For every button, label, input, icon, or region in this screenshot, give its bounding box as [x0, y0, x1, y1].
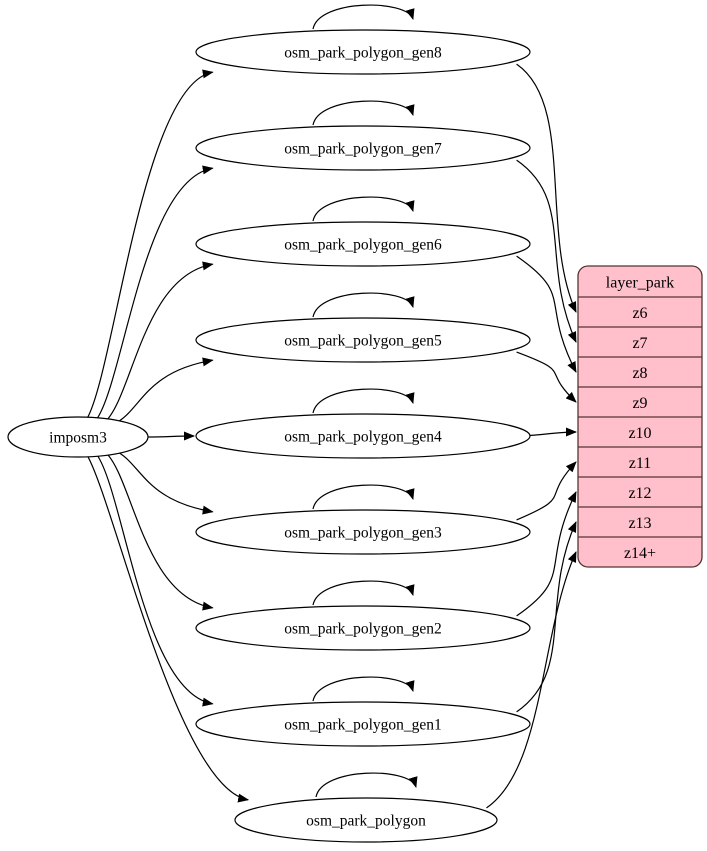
- row-label-z14+: z14+: [624, 545, 656, 562]
- self-loop-gen7: [312, 100, 415, 126]
- node-ellipse: [195, 701, 531, 747]
- node-label: osm_park_polygon_gen8: [284, 45, 442, 62]
- row-label-z7: z7: [632, 335, 647, 352]
- self-loop-gen5: [312, 292, 415, 318]
- node-gen5[interactable]: osm_park_polygon_gen5: [195, 317, 531, 363]
- table-row[interactable]: z7: [578, 327, 702, 357]
- edge-imposm3-to-gen7: [95, 165, 214, 421]
- node-ellipse: [195, 413, 531, 459]
- node-label: osm_park_polygon_gen7: [284, 141, 442, 158]
- self-loop-gen2: [312, 580, 415, 606]
- self-loop-gen6: [312, 196, 415, 222]
- node-gen2[interactable]: osm_park_polygon_gen2: [195, 605, 531, 651]
- edge-base-to-z14+: [486, 551, 577, 809]
- node-base[interactable]: osm_park_polygon: [234, 797, 498, 843]
- node-ellipse: [195, 125, 531, 171]
- node-gen3[interactable]: osm_park_polygon_gen3: [195, 509, 531, 555]
- edge-imposm3-to-gen4: [147, 431, 195, 441]
- table-row[interactable]: z11: [578, 447, 702, 477]
- edge-gen6-to-z8: [516, 255, 577, 373]
- table-row[interactable]: z14+: [578, 537, 702, 567]
- source-label: imposm3: [49, 430, 107, 447]
- node-gen4[interactable]: osm_park_polygon_gen4: [195, 413, 531, 459]
- table-row[interactable]: z12: [578, 477, 702, 507]
- edge-gen7-to-z7: [516, 159, 577, 343]
- row-label-z6: z6: [632, 305, 647, 322]
- table-row[interactable]: z9: [578, 387, 702, 417]
- row-label-z11: z11: [629, 455, 652, 472]
- edge-gen1-to-z13: [516, 521, 577, 713]
- edge-gen3-to-z11: [516, 461, 577, 521]
- node-ellipse: [234, 797, 498, 843]
- self-loop-gen1: [312, 676, 415, 702]
- node-label: osm_park_polygon_gen5: [284, 333, 442, 350]
- node-gen1[interactable]: osm_park_polygon_gen1: [195, 701, 531, 747]
- edge-imposm3-to-gen3: [113, 449, 214, 515]
- row-label-z13: z13: [628, 515, 651, 532]
- node-ellipse: [195, 221, 531, 267]
- edge-imposm3-to-gen5: [113, 357, 214, 425]
- edges-to-layer-park: [486, 63, 577, 809]
- edge-imposm3-to-base: [86, 455, 250, 803]
- node-label: osm_park_polygon_gen2: [284, 621, 442, 638]
- self-loop-base: [315, 772, 418, 798]
- edge-gen5-to-z9: [516, 351, 577, 403]
- edge-imposm3-to-gen8: [86, 69, 214, 419]
- edge-imposm3-to-gen1: [95, 453, 214, 707]
- table-row[interactable]: z13: [578, 507, 702, 537]
- node-label: osm_park_polygon: [306, 813, 426, 830]
- row-label-z8: z8: [632, 365, 647, 382]
- node-ellipses: osm_park_polygon_gen8 osm_park_polygon_ge…: [195, 29, 531, 843]
- layer-park-table: layer_park z6 z7 z8 z9 z10 z11 z12 z13 z14+: [577, 265, 703, 568]
- node-label: osm_park_polygon_gen4: [284, 429, 442, 446]
- source-ellipse: [7, 416, 149, 458]
- row-label-z10: z10: [628, 425, 651, 442]
- node-gen7[interactable]: osm_park_polygon_gen7: [195, 125, 531, 171]
- table-row[interactable]: z6: [578, 297, 702, 327]
- self-loop-edges: [312, 4, 418, 798]
- row-label-z9: z9: [632, 395, 647, 412]
- table-row[interactable]: z10: [578, 417, 702, 447]
- node-ellipse: [195, 509, 531, 555]
- table-row[interactable]: z8: [578, 357, 702, 387]
- self-loop-gen8: [312, 4, 415, 30]
- edge-imposm3-to-gen2: [104, 451, 214, 611]
- edge-gen8-to-z6: [516, 63, 577, 313]
- self-loop-gen4: [312, 388, 415, 414]
- node-ellipse: [195, 29, 531, 75]
- node-gen6[interactable]: osm_park_polygon_gen6: [195, 221, 531, 267]
- node-ellipse: [195, 317, 531, 363]
- node-label: osm_park_polygon_gen1: [284, 717, 442, 734]
- edge-gen2-to-z12: [516, 491, 577, 617]
- node-ellipse: [195, 605, 531, 651]
- node-label: osm_park_polygon_gen3: [284, 525, 442, 542]
- self-loop-gen3: [312, 484, 415, 510]
- edge-imposm3-to-gen6: [104, 261, 214, 423]
- table-header-label: layer_park: [606, 275, 674, 292]
- node-label: osm_park_polygon_gen6: [284, 237, 442, 254]
- row-label-z12: z12: [628, 485, 651, 502]
- edges-from-imposm3: [86, 69, 250, 803]
- source-node-imposm3[interactable]: imposm3: [7, 416, 149, 458]
- node-gen8[interactable]: osm_park_polygon_gen8: [195, 29, 531, 75]
